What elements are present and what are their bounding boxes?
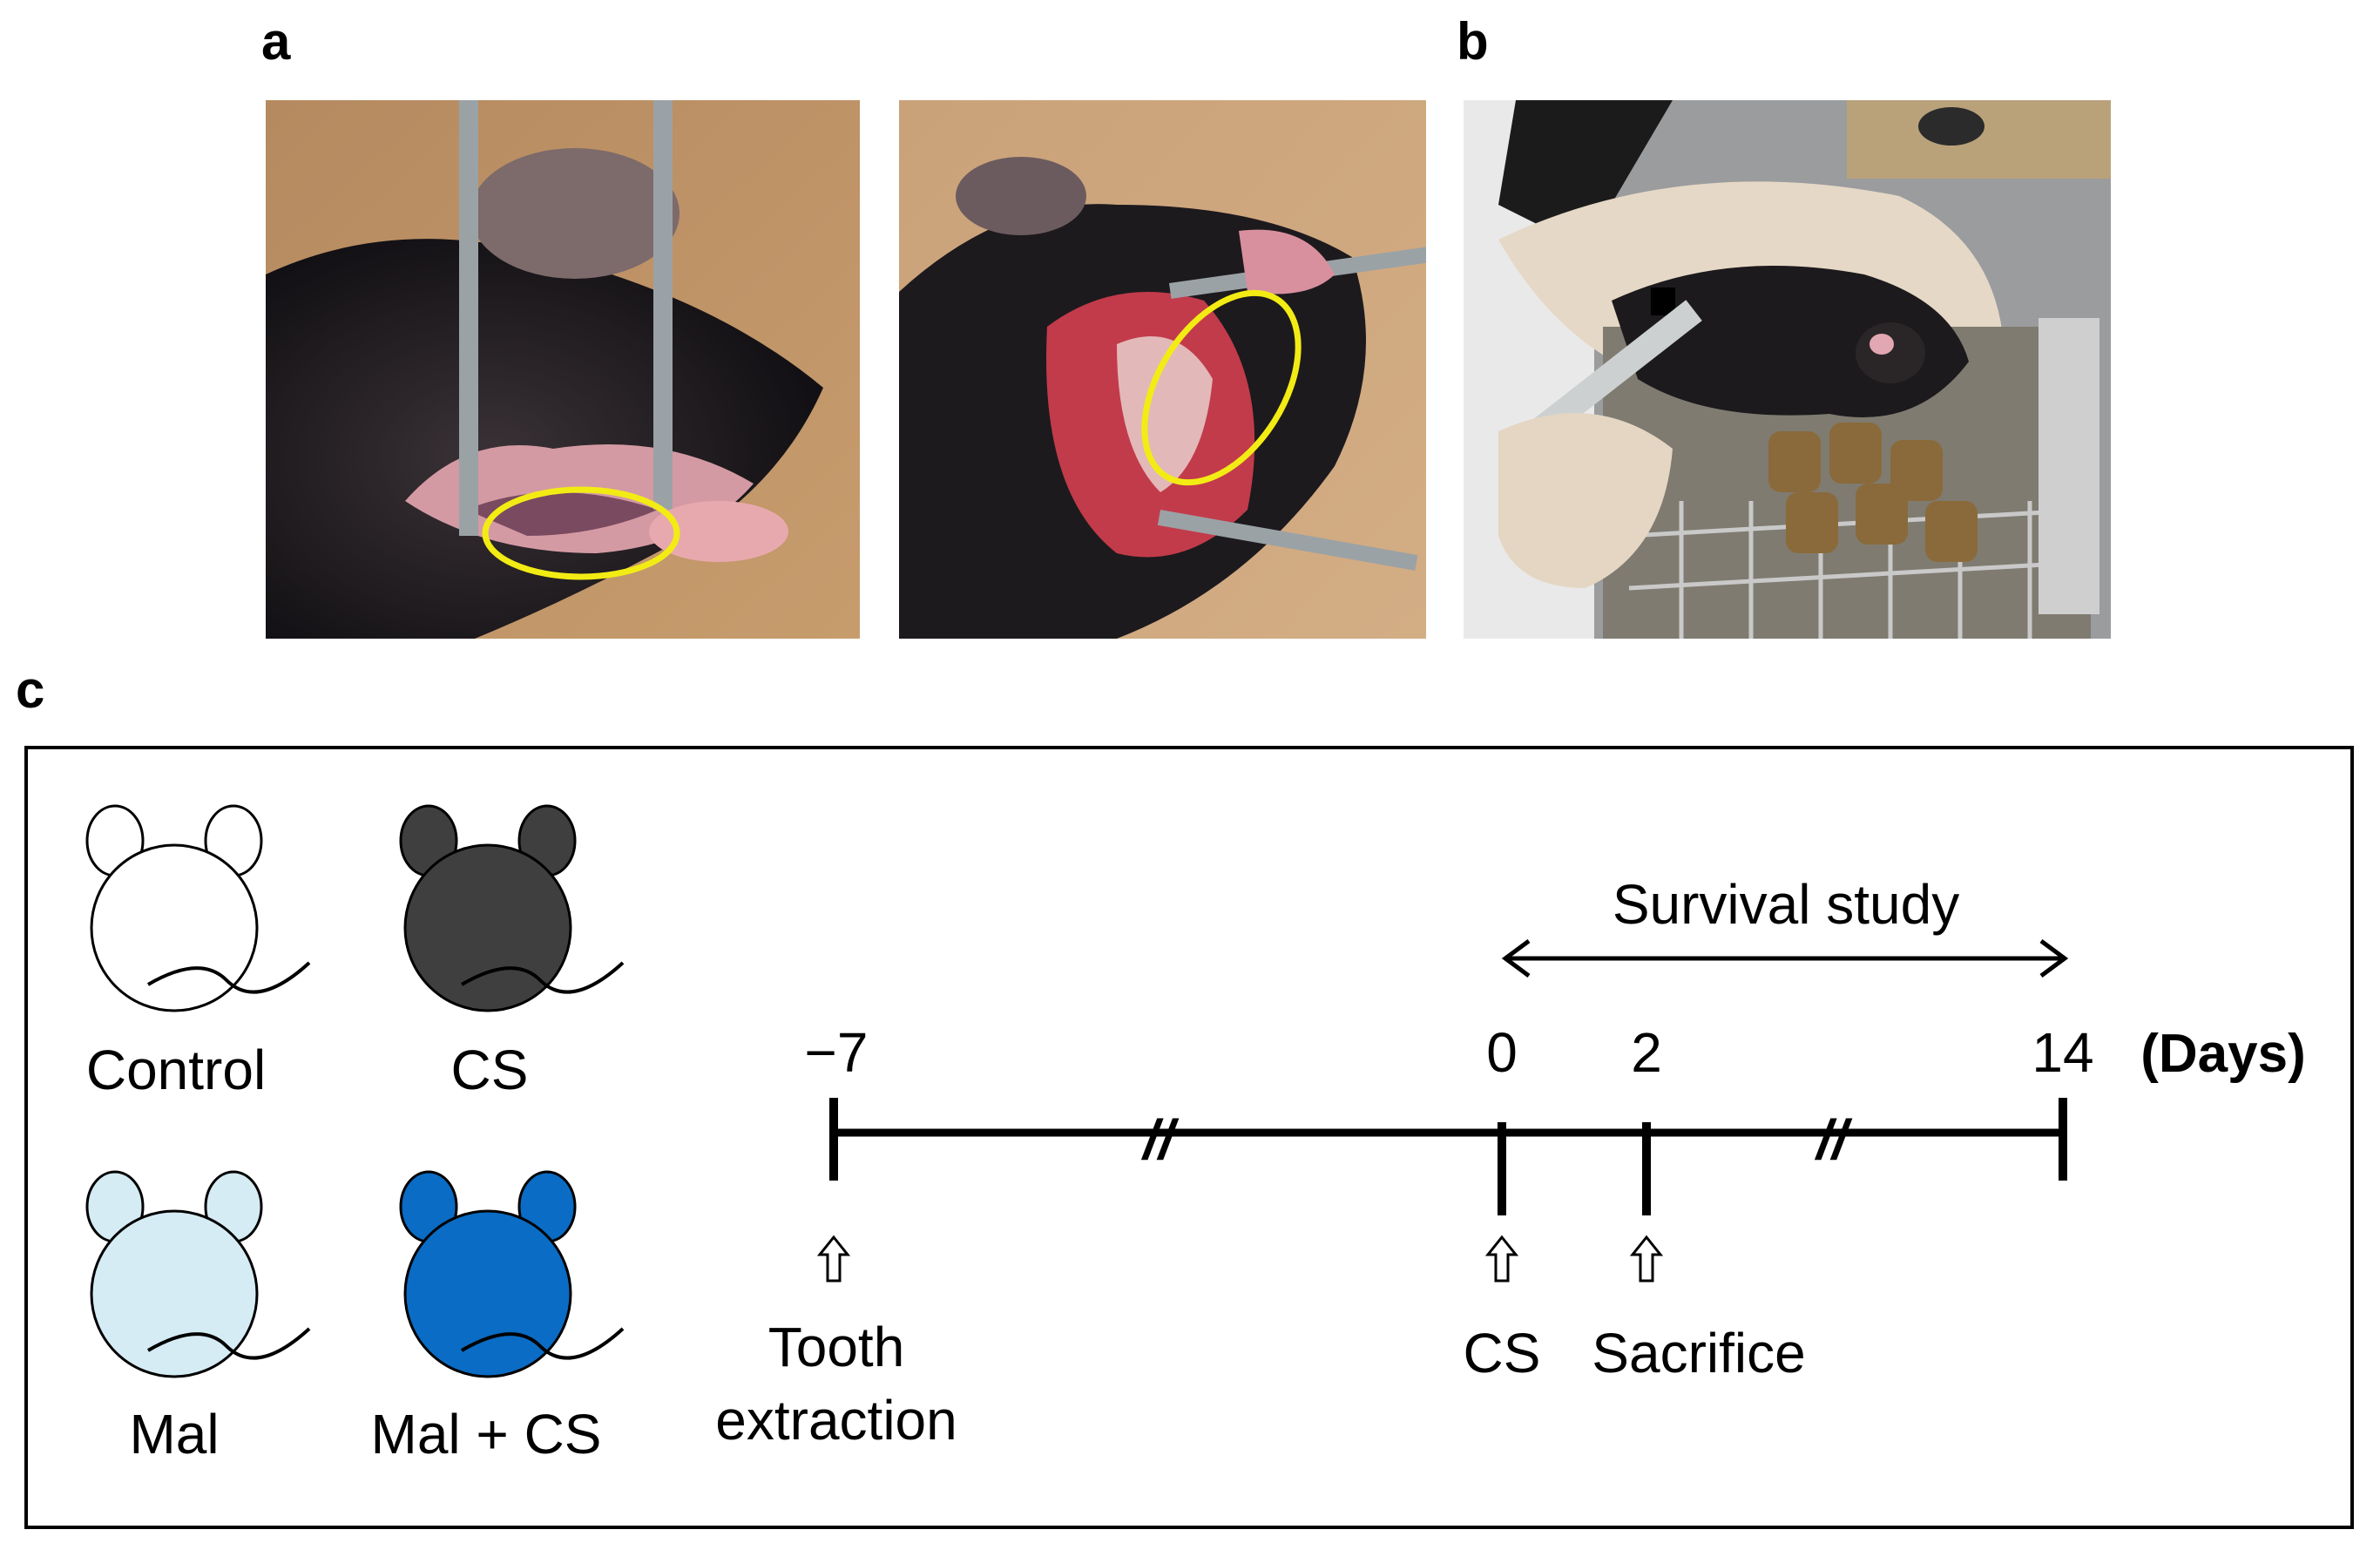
tick-label-minus7: −7 (805, 1021, 869, 1084)
mouse-icon-control (85, 804, 311, 1012)
event-label-sacrifice: Sacrifice (1592, 1322, 1805, 1384)
mouse-icon-mal (85, 1170, 311, 1378)
tick-label-0: 0 (1486, 1021, 1518, 1084)
panel-letter-a: a (261, 12, 291, 71)
tick-label-14: 14 (2032, 1021, 2093, 1084)
panel-letter-c: c (16, 660, 45, 719)
highlight-ellipse-a1 (482, 486, 680, 580)
event-arrow-sacrifice (1629, 1235, 1664, 1283)
photo-b (1464, 100, 2111, 639)
group-label-mal: Mal (129, 1403, 219, 1465)
highlight-ellipse-a2 (1141, 289, 1302, 486)
mouse-mouth-photo-icon (266, 100, 860, 639)
group-label-mal-cs: Mal + CS (371, 1403, 602, 1465)
axis-break-mark-2: // (1814, 1108, 1853, 1171)
event-label-extraction: extraction (715, 1389, 957, 1452)
group-label-cs: CS (451, 1039, 529, 1101)
photo-a1 (266, 100, 860, 639)
event-label-cs: CS (1464, 1322, 1541, 1384)
mouse-icon-cs (399, 804, 625, 1012)
event-label-tooth: Tooth (768, 1316, 905, 1378)
group-label-control: Control (86, 1039, 266, 1101)
survival-study-arrow (1501, 938, 2069, 978)
tick-label-2: 2 (1631, 1021, 1662, 1084)
axis-break-mark-1: // (1140, 1108, 1180, 1171)
event-arrow-tooth-extraction (816, 1235, 851, 1283)
event-arrow-cs (1484, 1235, 1519, 1283)
unit-label-days: (Days) (2140, 1024, 2306, 1084)
mouse-icon-mal-cs (399, 1170, 625, 1378)
diagram-frame (24, 746, 2354, 1529)
photo-a2 (899, 100, 1426, 639)
mouse-injection-photo-icon (1464, 100, 2111, 639)
survival-study-label: Survival study (1613, 873, 1959, 936)
panel-letter-b: b (1457, 12, 1489, 71)
